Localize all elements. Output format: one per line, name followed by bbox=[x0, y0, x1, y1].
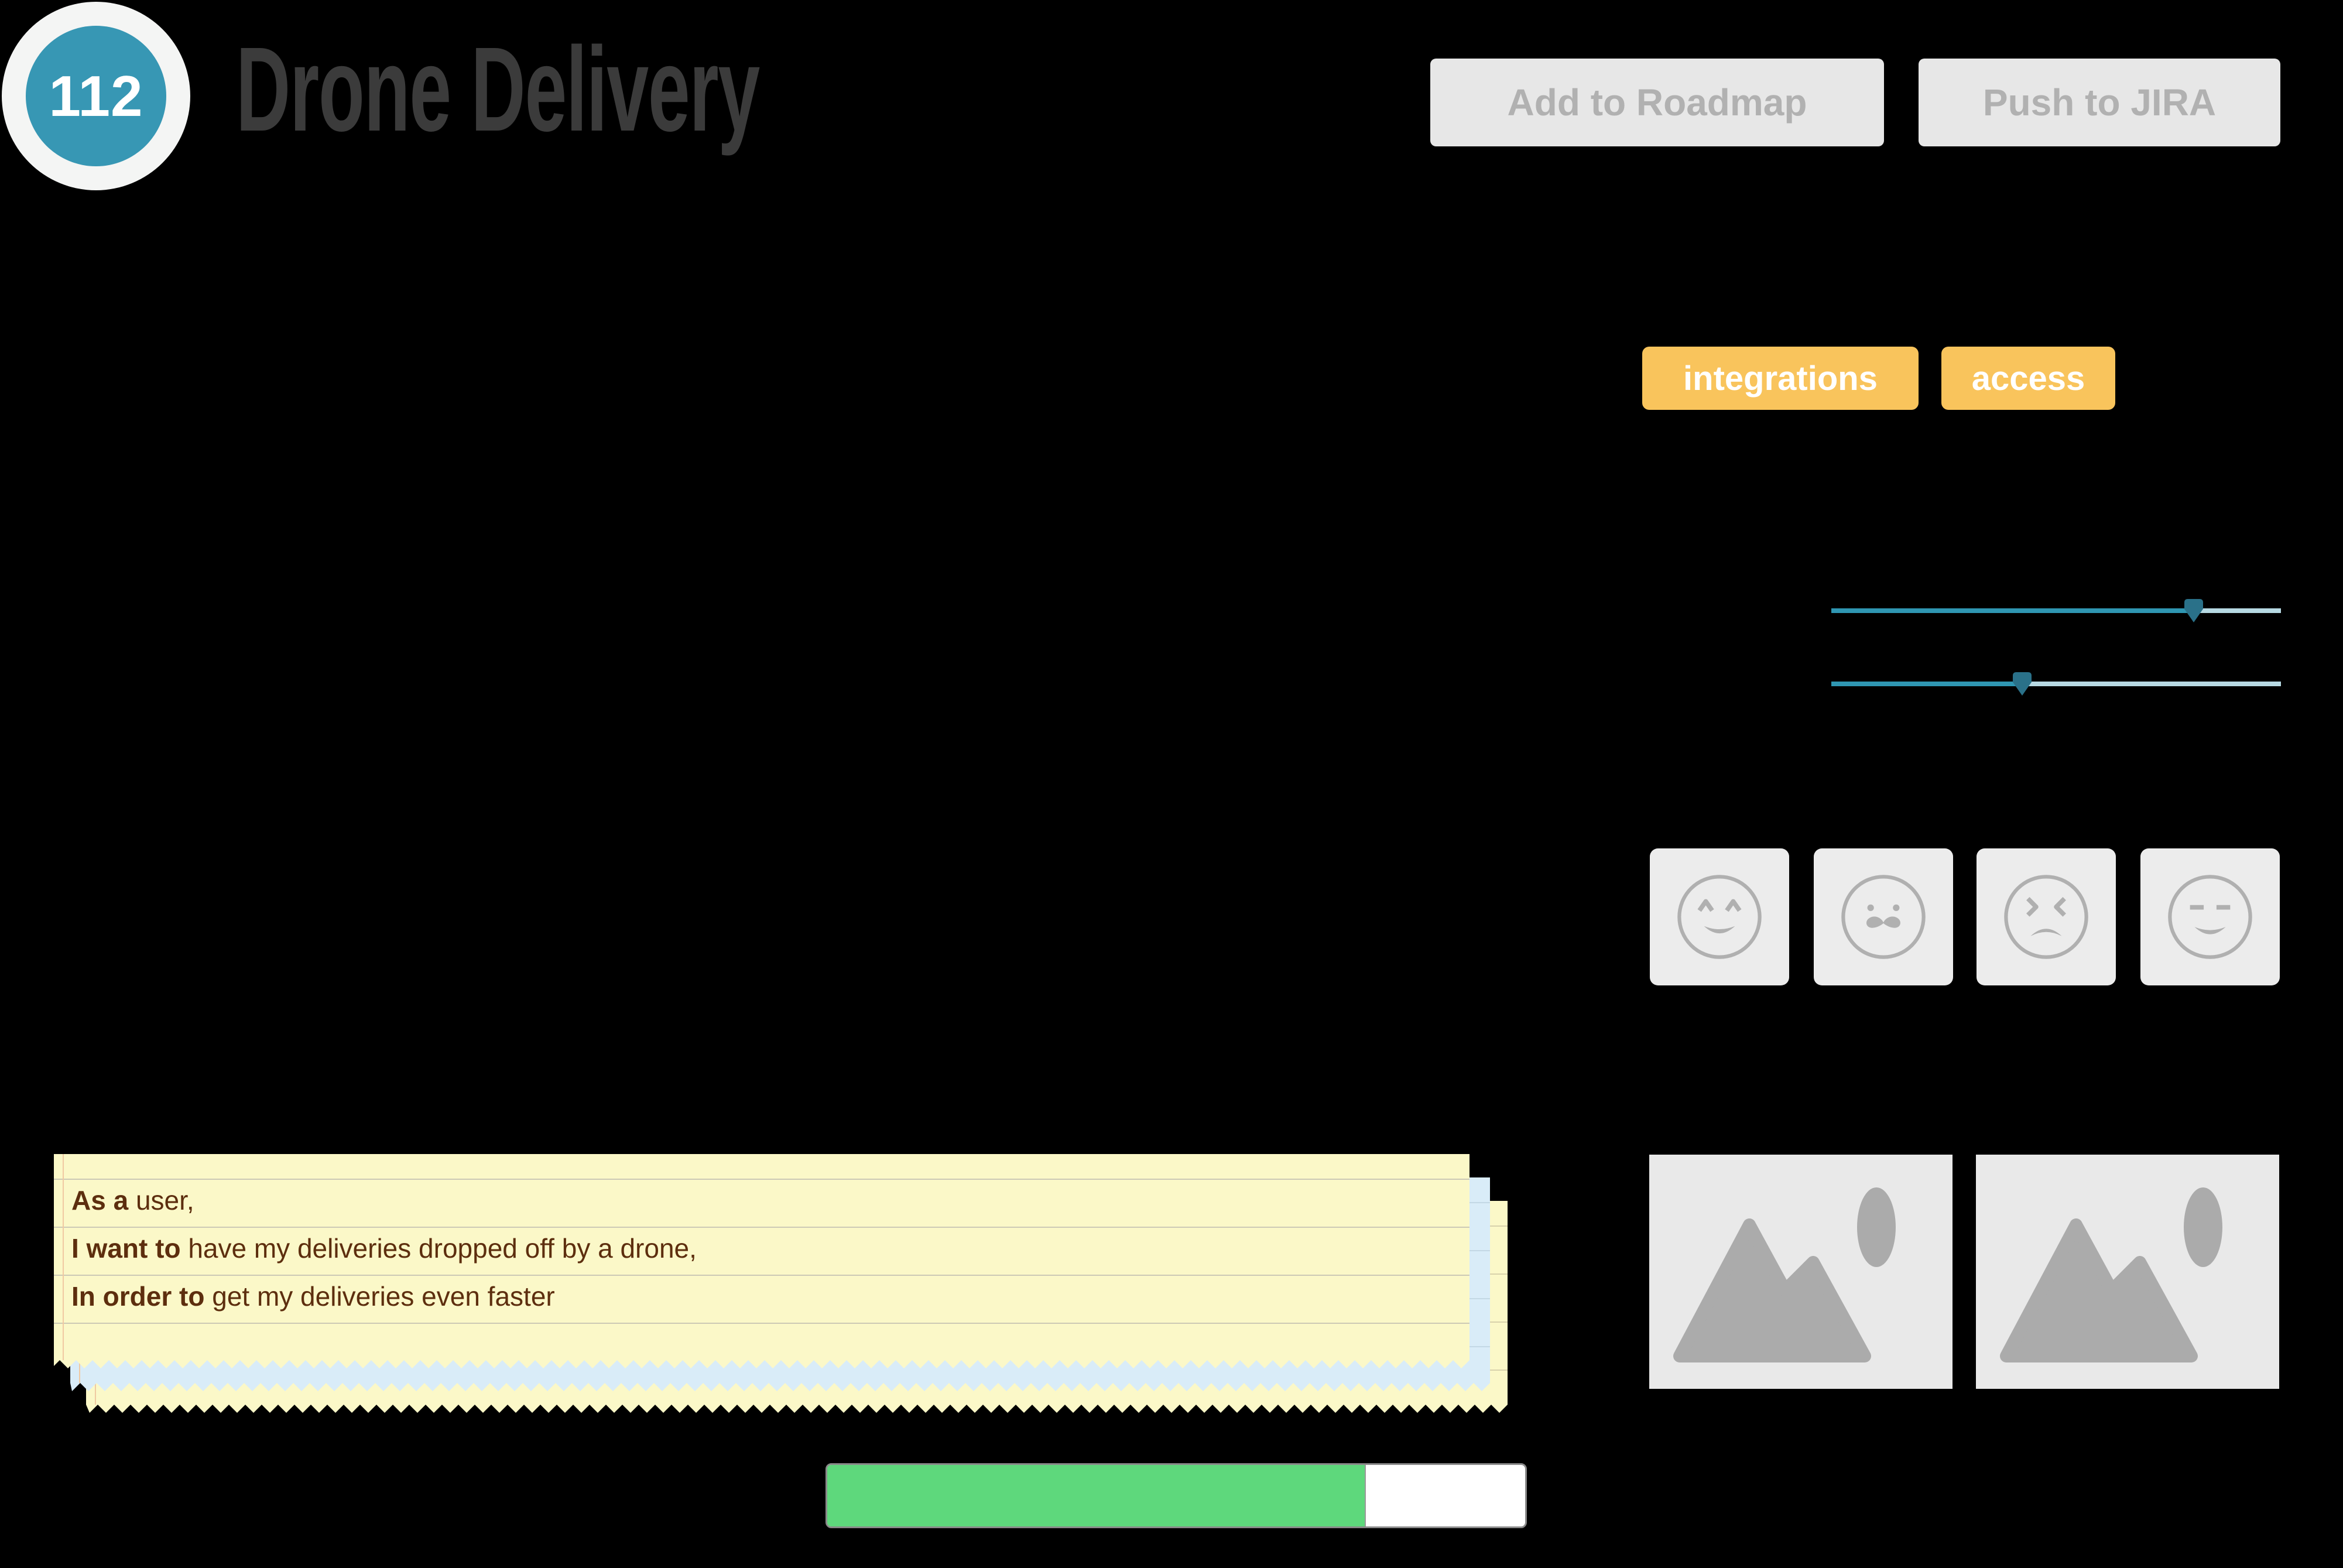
user-story-note[interactable]: As a user, I want to have my deliveries … bbox=[54, 1154, 1469, 1368]
rating-slider-1[interactable] bbox=[1831, 599, 2281, 622]
mustache-face-icon bbox=[1841, 875, 1926, 959]
progress-bar-fill bbox=[827, 1465, 1366, 1526]
push-to-jira-button[interactable]: Push to JIRA bbox=[1919, 59, 2280, 146]
slider-1-fill bbox=[1831, 608, 2194, 613]
image-placeholder-icon bbox=[2000, 1187, 2222, 1362]
rating-slider-2[interactable] bbox=[1831, 672, 2281, 696]
slider-1-handle[interactable] bbox=[2184, 599, 2203, 622]
add-to-roadmap-button[interactable]: Add to Roadmap bbox=[1430, 59, 1884, 146]
sad-x-eyes-face-icon bbox=[2004, 875, 2088, 959]
happy-face-icon bbox=[1677, 875, 1762, 959]
slider-2-handle[interactable] bbox=[2012, 672, 2032, 696]
reaction-happy-button[interactable] bbox=[1650, 848, 1789, 985]
tag-access[interactable]: access bbox=[1941, 347, 2115, 410]
note-ruled-lines bbox=[54, 1179, 1469, 1360]
note-margin-line bbox=[63, 1154, 64, 1360]
reaction-relieved-button[interactable] bbox=[2140, 848, 2280, 985]
story-line-as-a: As a user, bbox=[71, 1185, 194, 1216]
tag-integrations[interactable]: integrations bbox=[1642, 347, 1919, 410]
reaction-sad-x-eyes-button[interactable] bbox=[1977, 848, 2116, 985]
user-story-text: As a user, I want to have my deliveries … bbox=[71, 1176, 1446, 1320]
image-placeholder[interactable] bbox=[1976, 1155, 2279, 1389]
story-line-i-want-to: I want to have my deliveries dropped off… bbox=[71, 1233, 697, 1264]
image-placeholder-icon bbox=[1673, 1187, 1896, 1362]
progress-bar bbox=[825, 1463, 1527, 1528]
page-title: Drone Delivery bbox=[236, 22, 760, 156]
image-placeholder[interactable] bbox=[1649, 1155, 1952, 1389]
reaction-mustache-button[interactable] bbox=[1814, 848, 1953, 985]
relieved-face-icon bbox=[2168, 875, 2252, 959]
idea-number: 112 bbox=[26, 26, 166, 166]
idea-number-badge: 112 bbox=[2, 2, 190, 190]
slider-2-fill bbox=[1831, 682, 2022, 686]
story-line-in-order-to: In order to get my deliveries even faste… bbox=[71, 1281, 555, 1312]
